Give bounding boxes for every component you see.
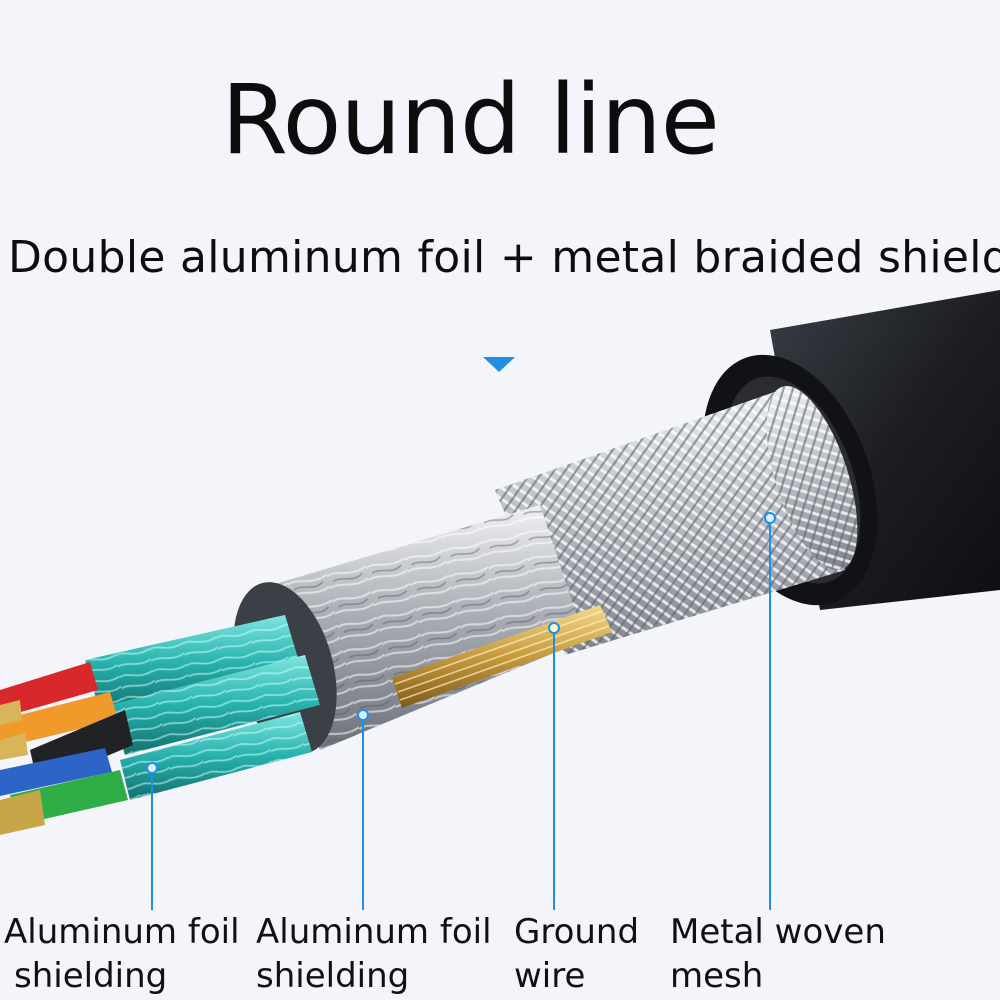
callout-label-line: Aluminum foil <box>256 910 492 954</box>
callout-label-line: wire <box>514 954 639 998</box>
callout-label-line: Metal woven <box>670 910 886 954</box>
callout-label-line: shielding <box>256 954 492 998</box>
callout-label-aluminum-foil-1: Aluminum foil shielding <box>4 910 240 998</box>
callout-label-line: mesh <box>670 954 886 998</box>
callout-label-line: Ground <box>514 910 639 954</box>
down-arrow-icon <box>483 357 515 372</box>
callout-label-line: shielding <box>4 954 240 998</box>
callout-label-line: Aluminum foil <box>4 910 240 954</box>
callout-label-metal-mesh: Metal woven mesh <box>670 910 886 998</box>
page-title: Round line <box>0 70 940 170</box>
callout-label-aluminum-foil-2: Aluminum foil shielding <box>256 910 492 998</box>
subtitle: Double aluminum foil + metal braided shi… <box>8 230 1000 286</box>
callout-label-ground-wire: Ground wire <box>514 910 639 998</box>
